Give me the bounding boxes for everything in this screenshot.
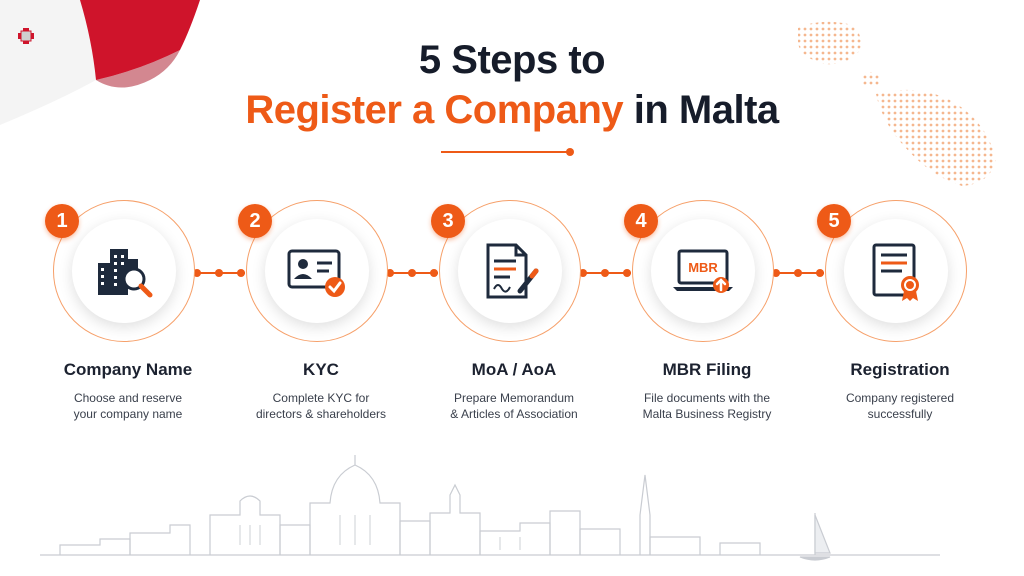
- laptop-upload-icon: MBR: [673, 249, 733, 293]
- desc-line: Malta Business Registry: [642, 407, 772, 421]
- title-underline: [441, 151, 571, 153]
- step-description: Complete KYC for directors & shareholders: [211, 390, 431, 422]
- desc-line: File documents with the: [643, 391, 771, 405]
- id-card-check-icon: [287, 249, 345, 297]
- malta-flag-icon: [0, 0, 200, 125]
- step-number-badge: 2: [238, 204, 272, 238]
- malta-map-icon: [798, 21, 996, 186]
- desc-line: Choose and reserve: [73, 391, 183, 405]
- step-description: Company registered successfully: [790, 390, 1010, 422]
- document-signature-icon: [486, 243, 539, 299]
- mbr-screen-text: MBR: [688, 260, 718, 275]
- connector-4-5: [772, 269, 824, 277]
- desc-line: & Articles of Association: [450, 407, 578, 421]
- step-ring: [439, 200, 581, 342]
- title-accent: Register a Company: [245, 88, 624, 132]
- desc-line: successfully: [867, 407, 933, 421]
- connector-2-3: [386, 269, 438, 277]
- connector-3-4: [579, 269, 631, 277]
- building-search-icon: [98, 249, 153, 298]
- title-underline-dot: [566, 148, 574, 156]
- step-description: Prepare Memorandum & Articles of Associat…: [404, 390, 624, 422]
- certificate-icon: [872, 243, 919, 301]
- step-label: MoA / AoA: [471, 360, 557, 379]
- title-rest: in Malta: [623, 88, 779, 132]
- step-icon-circle: [265, 219, 369, 323]
- page-title-line1: 5 Steps to: [418, 38, 606, 82]
- step-label: MBR Filing: [662, 360, 752, 379]
- step-icon-circle: [844, 219, 948, 323]
- step-icon-circle: [72, 219, 176, 323]
- step-number-badge: 5: [817, 204, 851, 238]
- step-description: Choose and reserve your company name: [18, 390, 238, 422]
- step-label: KYC: [303, 360, 339, 379]
- step-number-badge: 4: [624, 204, 658, 238]
- desc-line: Company registered: [845, 391, 955, 405]
- step-label: Registration: [850, 360, 950, 379]
- connector-1-2: [193, 269, 245, 277]
- step-number-badge: 3: [431, 204, 465, 238]
- valletta-skyline-illustration: [40, 455, 940, 561]
- desc-line: your company name: [73, 407, 183, 421]
- desc-line: directors & shareholders: [255, 407, 387, 421]
- step-icon-circle: MBR: [651, 219, 755, 323]
- step-ring: [53, 200, 195, 342]
- desc-line: Complete KYC for: [272, 391, 370, 405]
- page-title-line2: Register a Company in Malta: [0, 88, 1024, 133]
- step-label: Company Name: [63, 360, 193, 379]
- step-icon-circle: [458, 219, 562, 323]
- desc-line: Prepare Memorandum: [453, 391, 575, 405]
- step-number-badge: 1: [45, 204, 79, 238]
